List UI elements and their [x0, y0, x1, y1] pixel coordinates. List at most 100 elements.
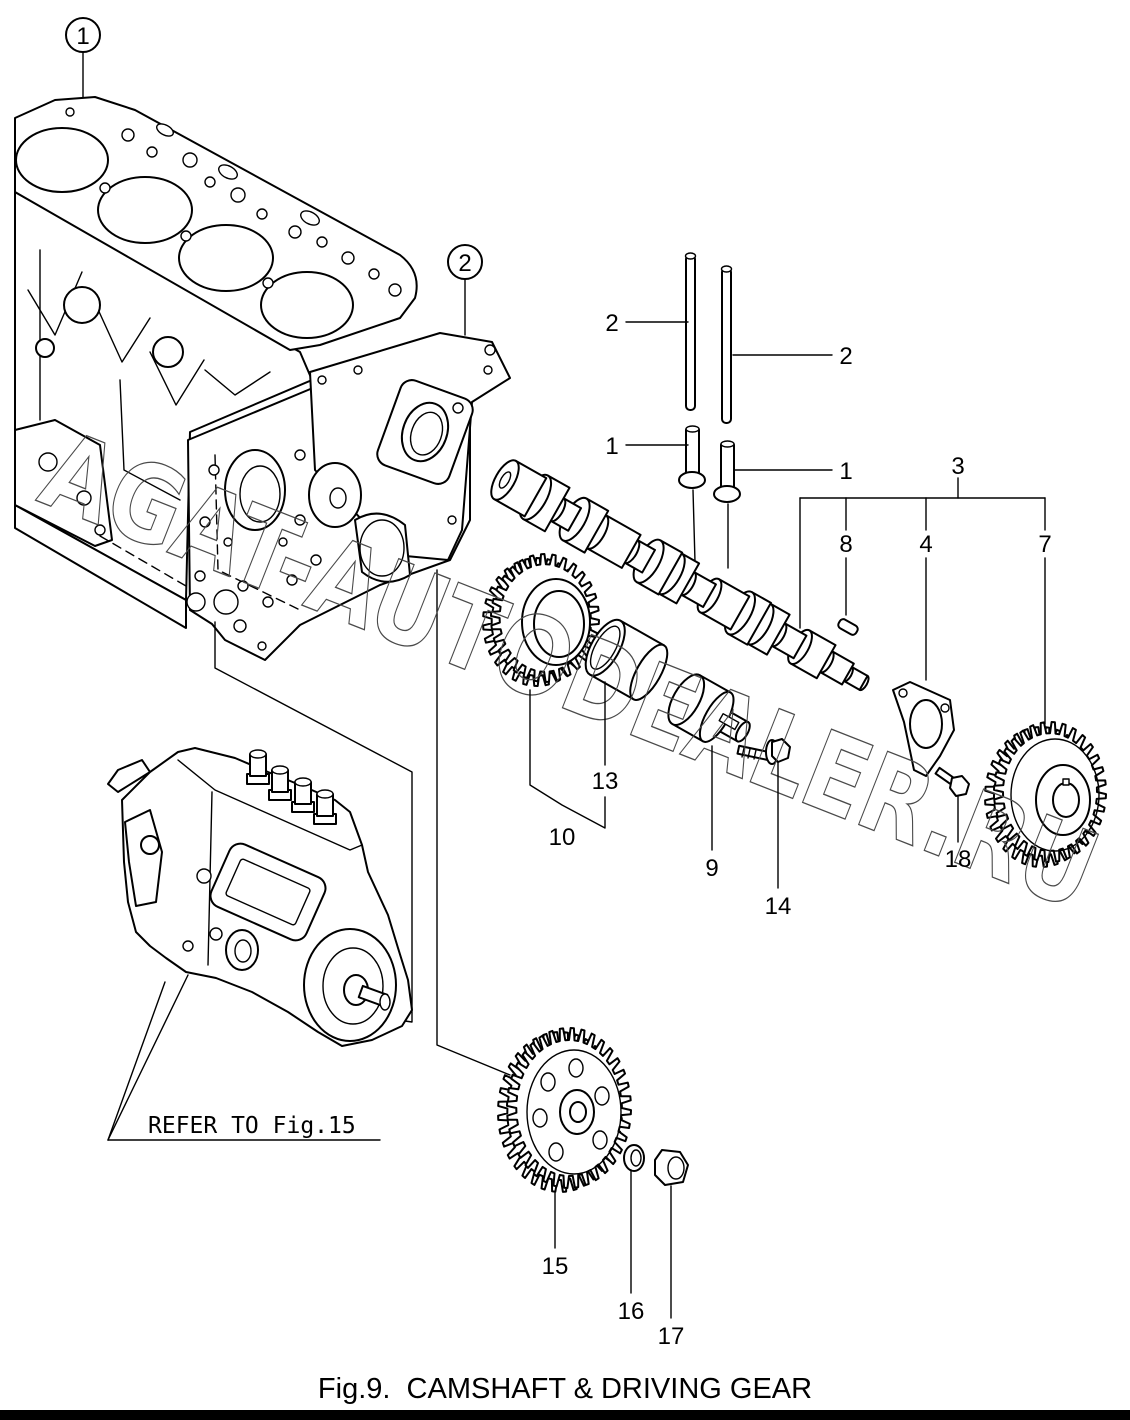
- plate-hole: [199, 516, 211, 528]
- figure-caption: Fig.9. CAMSHAFT & DRIVING GEAR: [318, 1373, 812, 1405]
- part-labels: 2 2 1 1 3 8 4 7 13 10 9 14 18 15 16 17: [542, 310, 1052, 1350]
- front-plate-bore-inner: [239, 465, 281, 523]
- plate-hole: [208, 464, 220, 476]
- front-plate-holes: [186, 424, 346, 651]
- bolt-thread: [741, 747, 745, 758]
- gasket-hole: [341, 251, 355, 265]
- part-label: 9: [705, 855, 718, 882]
- governor-housing: [124, 809, 163, 907]
- part-label: 14: [765, 893, 792, 920]
- idler-bolt: [736, 738, 791, 765]
- gasket-seal-housing: [376, 379, 474, 485]
- leader-line: [692, 489, 696, 563]
- plate-hole: [237, 580, 249, 592]
- part-label: 1: [605, 433, 618, 460]
- cylinder-bore: [260, 271, 354, 339]
- plate-hole: [278, 537, 288, 547]
- pump-bracket: [107, 759, 151, 793]
- gear-hole: [540, 1072, 556, 1092]
- thrust-plate-bolt-hole: [898, 688, 908, 698]
- valve-holder-top: [316, 789, 334, 799]
- tappet: [685, 427, 700, 477]
- gear-hole: [548, 1142, 564, 1162]
- callout-number: 1: [76, 23, 89, 50]
- gasket-hole: [288, 225, 302, 239]
- gasket-holes: [65, 107, 402, 297]
- delivery-valve-holder: [246, 749, 270, 785]
- mount-hole: [38, 452, 58, 472]
- seal-cup-face: [359, 519, 405, 577]
- reference-note: REFER TO Fig.15: [107, 974, 381, 1141]
- gear-hole: [568, 1058, 584, 1078]
- tappet-top: [685, 425, 700, 433]
- block-rib: [204, 369, 271, 396]
- part-label: 10: [549, 824, 576, 851]
- gasket-slot: [156, 123, 174, 137]
- hidden-line: [99, 535, 187, 587]
- group-callout-2: 2: [447, 244, 483, 336]
- cylinder-bore: [15, 127, 109, 193]
- plate-hole: [294, 449, 306, 461]
- idler-bushing: [584, 618, 669, 701]
- block-rib: [95, 304, 151, 363]
- plate-hole: [213, 589, 239, 615]
- part-label: 17: [658, 1323, 685, 1350]
- block-rib: [149, 351, 205, 406]
- gasket-hole: [317, 375, 327, 385]
- part-leaders: [529, 321, 1046, 1319]
- nameplate-panel: [225, 858, 311, 926]
- gasket-hole: [483, 365, 493, 375]
- gasket-hole: [316, 236, 328, 248]
- part-label: 7: [1038, 531, 1051, 558]
- washer-inner: [630, 1149, 642, 1167]
- part-label: 1: [839, 458, 852, 485]
- plate-hole: [294, 514, 306, 526]
- leader-bracket: [529, 689, 606, 829]
- gasket-hole: [452, 402, 464, 414]
- cylinder-bore: [97, 176, 193, 244]
- valve-holder-top: [271, 765, 289, 775]
- thrust-plate-bolt: [934, 766, 970, 797]
- bottom-border: [0, 1410, 1130, 1420]
- gasket-hole: [388, 283, 402, 297]
- delivery-valve-holder: [313, 789, 337, 825]
- tappet-top: [720, 440, 735, 448]
- gasket-hole: [256, 208, 268, 220]
- leader-line-pump-gear: [436, 569, 511, 1076]
- thrust-plate: [892, 681, 955, 777]
- leader-line-pump: [214, 621, 413, 1023]
- gasket-hole: [368, 268, 380, 280]
- tappet-foot: [678, 471, 706, 489]
- gasket-hole: [180, 230, 192, 242]
- idler-gear: [482, 553, 600, 687]
- push-rod-end: [684, 252, 697, 260]
- thrust-plate-bolt-hole: [940, 703, 950, 713]
- gasket-hole: [121, 128, 135, 142]
- gasket-slot: [218, 164, 238, 180]
- pump-fitting: [209, 927, 223, 941]
- pump-fitting: [140, 835, 160, 855]
- gear-hub-inner: [533, 590, 585, 658]
- part-label: 2: [605, 310, 618, 337]
- reference-leader: [107, 981, 166, 1141]
- camshaft-key: [837, 618, 859, 636]
- gasket-slot: [300, 210, 320, 226]
- gear-bore: [569, 1101, 587, 1123]
- camshaft-front-recess: [498, 471, 512, 489]
- part-label: 15: [542, 1253, 569, 1280]
- mount-hole: [94, 524, 106, 536]
- plate-hole: [194, 570, 206, 582]
- reference-leader: [107, 974, 189, 1141]
- tappet: [720, 442, 735, 492]
- callout-number: 2: [458, 250, 471, 277]
- valve-holder-top: [294, 777, 312, 787]
- reference-note-text: REFER TO Fig.15: [148, 1113, 356, 1139]
- gasket-hole: [182, 152, 198, 168]
- gear-hole: [592, 1130, 608, 1150]
- gear-rim: [1010, 738, 1100, 852]
- pump-fitting: [182, 940, 194, 952]
- seal-ring-inner: [409, 411, 444, 456]
- gasket-hole: [230, 187, 246, 203]
- lock-washer: [623, 1144, 645, 1172]
- pump-port-inner: [234, 939, 252, 963]
